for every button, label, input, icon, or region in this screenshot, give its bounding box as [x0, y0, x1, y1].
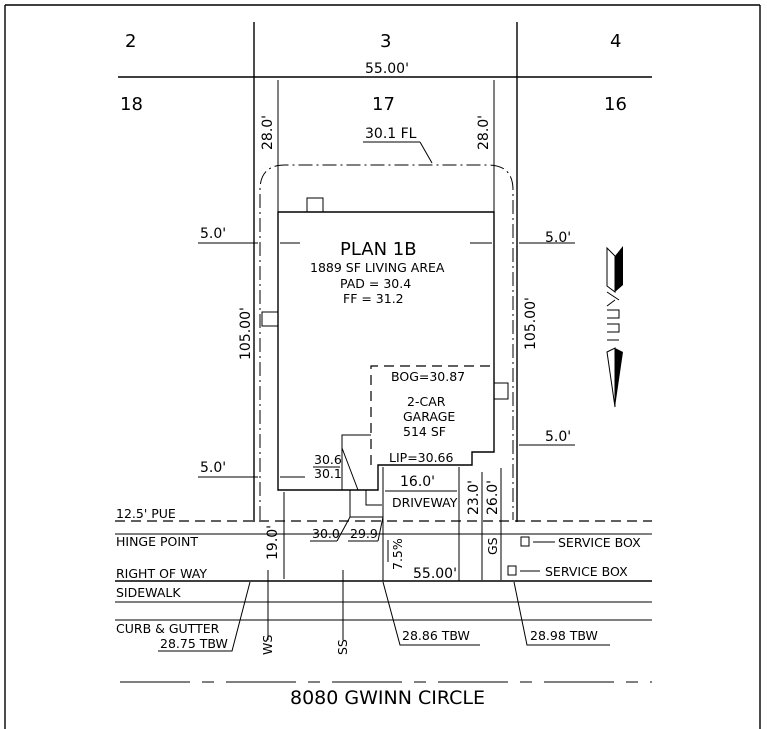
right-of-way-label: RIGHT OF WAY — [116, 566, 207, 581]
lip-elevation: LIP=30.66 — [389, 450, 453, 465]
tbw-right: 28.98 TBW — [530, 628, 598, 643]
lot-number: 3 — [380, 31, 391, 52]
rear-width-dim: 55.00' — [365, 61, 409, 77]
pad-elevation: PAD = 30.4 — [340, 276, 411, 291]
water-service-label: WS — [260, 635, 275, 655]
tbw-left: 28.75 TBW — [160, 636, 228, 651]
garage-label: 2-CAR — [407, 394, 446, 409]
sheet-border — [4, 4, 761, 729]
living-area: 1889 SF LIVING AREA — [310, 260, 445, 275]
side-setback-right: 5.0' — [545, 429, 571, 445]
sewer-service-label: SS — [335, 639, 350, 655]
garage-area: 514 SF — [403, 424, 446, 439]
front-setback: 19.0' — [265, 525, 281, 560]
driveway-depth-26: 26.0' — [485, 480, 501, 515]
north-arrow-icon — [606, 246, 623, 408]
lot-number-subject: 17 — [372, 94, 395, 115]
rear-setback-right: 28.0' — [476, 115, 492, 150]
bump-out — [261, 311, 279, 327]
lot-depth-right: 105.00' — [523, 297, 539, 350]
garage-label: GARAGE — [403, 409, 455, 424]
bump-out — [493, 382, 509, 400]
elevation: 30.1 — [314, 466, 342, 481]
bog-elevation: BOG=30.87 — [391, 369, 465, 384]
chimney — [306, 197, 324, 213]
lot-number: 2 — [125, 31, 136, 52]
lot-number: 4 — [610, 31, 621, 52]
lot-lines — [118, 22, 652, 522]
lot-number: 16 — [604, 94, 627, 115]
walkway — [349, 490, 383, 518]
lot-number: 18 — [120, 94, 143, 115]
hinge-point-label: HINGE POINT — [116, 534, 198, 549]
tbw-mid: 28.86 TBW — [402, 628, 470, 643]
porch — [341, 434, 382, 506]
garage-outline — [370, 365, 494, 465]
plan-name: PLAN 1B — [340, 239, 417, 260]
side-setback-left: 5.0' — [200, 226, 226, 242]
setback-line — [259, 164, 514, 520]
front-width-dim: 55.00' — [413, 566, 457, 582]
side-setback-right: 5.0' — [545, 230, 571, 246]
ff-elevation: FF = 31.2 — [343, 291, 404, 306]
street-address: 8080 GWINN CIRCLE — [290, 687, 485, 709]
elevation: 30.6 — [314, 452, 342, 467]
curb-gutter-label: CURB & GUTTER — [116, 621, 220, 636]
driveway-label: DRIVEWAY — [392, 495, 458, 510]
floor-line-label: 30.1 FL — [365, 126, 417, 142]
driveway-slope: 7.5% — [390, 538, 405, 570]
driveway-width: 16.0' — [400, 474, 435, 490]
service-box-icon — [520, 536, 530, 547]
house-footprint — [277, 211, 495, 491]
service-box-label: SERVICE BOX — [558, 535, 641, 550]
rear-setback-left: 28.0' — [260, 115, 276, 150]
service-box-label: SERVICE BOX — [545, 564, 628, 579]
side-setback-left: 5.0' — [200, 460, 226, 476]
lot-depth-left: 105.00' — [238, 307, 254, 360]
driveway-depth-23: 23.0' — [466, 480, 482, 515]
sidewalk-label: SIDEWALK — [116, 585, 181, 600]
pue-label: 12.5' PUE — [116, 506, 176, 521]
service-box-icon — [507, 565, 517, 576]
gas-service-label: GS — [485, 537, 500, 555]
